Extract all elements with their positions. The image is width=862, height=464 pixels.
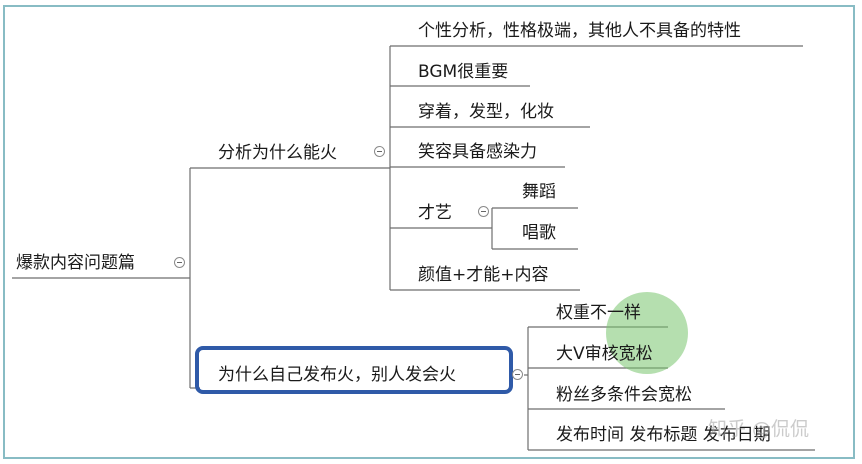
collapse-toggle-icon[interactable] [512, 369, 523, 380]
leaf-node[interactable]: 发布时间 发布标题 发布日期 [556, 425, 771, 445]
collapse-toggle-icon[interactable] [478, 206, 489, 217]
watermark: 知乎 @侃侃 [708, 418, 810, 440]
branch-node-analysis[interactable]: 分析为什么能火 [218, 143, 337, 163]
leaf-node[interactable]: 笑容具备感染力 [418, 142, 537, 162]
leaf-node[interactable]: 唱歌 [522, 223, 556, 243]
root-node[interactable]: 爆款内容问题篇 [16, 253, 135, 273]
leaf-node-talent[interactable]: 才艺 [418, 203, 452, 223]
leaf-node[interactable]: 粉丝多条件会宽松 [556, 385, 692, 405]
leaf-node[interactable]: 舞蹈 [522, 182, 556, 202]
leaf-node[interactable]: BGM很重要 [418, 62, 509, 82]
leaf-node[interactable]: 穿着，发型，化妆 [418, 102, 554, 122]
leaf-node[interactable]: 颜值+才能+内容 [418, 265, 549, 285]
leaf-node[interactable]: 权重不一样 [556, 303, 641, 323]
leaf-node[interactable]: 个性分析，性格极端，其他人不具备的特性 [418, 21, 741, 41]
collapse-toggle-icon[interactable] [174, 257, 185, 268]
highlight-box [195, 346, 513, 394]
highlight-dot [606, 292, 688, 374]
branch-node-why-viral[interactable]: 为什么自己发布火，别人发会火 [218, 365, 456, 385]
collapse-toggle-icon[interactable] [374, 146, 385, 157]
canvas-frame [3, 5, 855, 459]
leaf-node[interactable]: 大V审核宽松 [556, 344, 653, 364]
